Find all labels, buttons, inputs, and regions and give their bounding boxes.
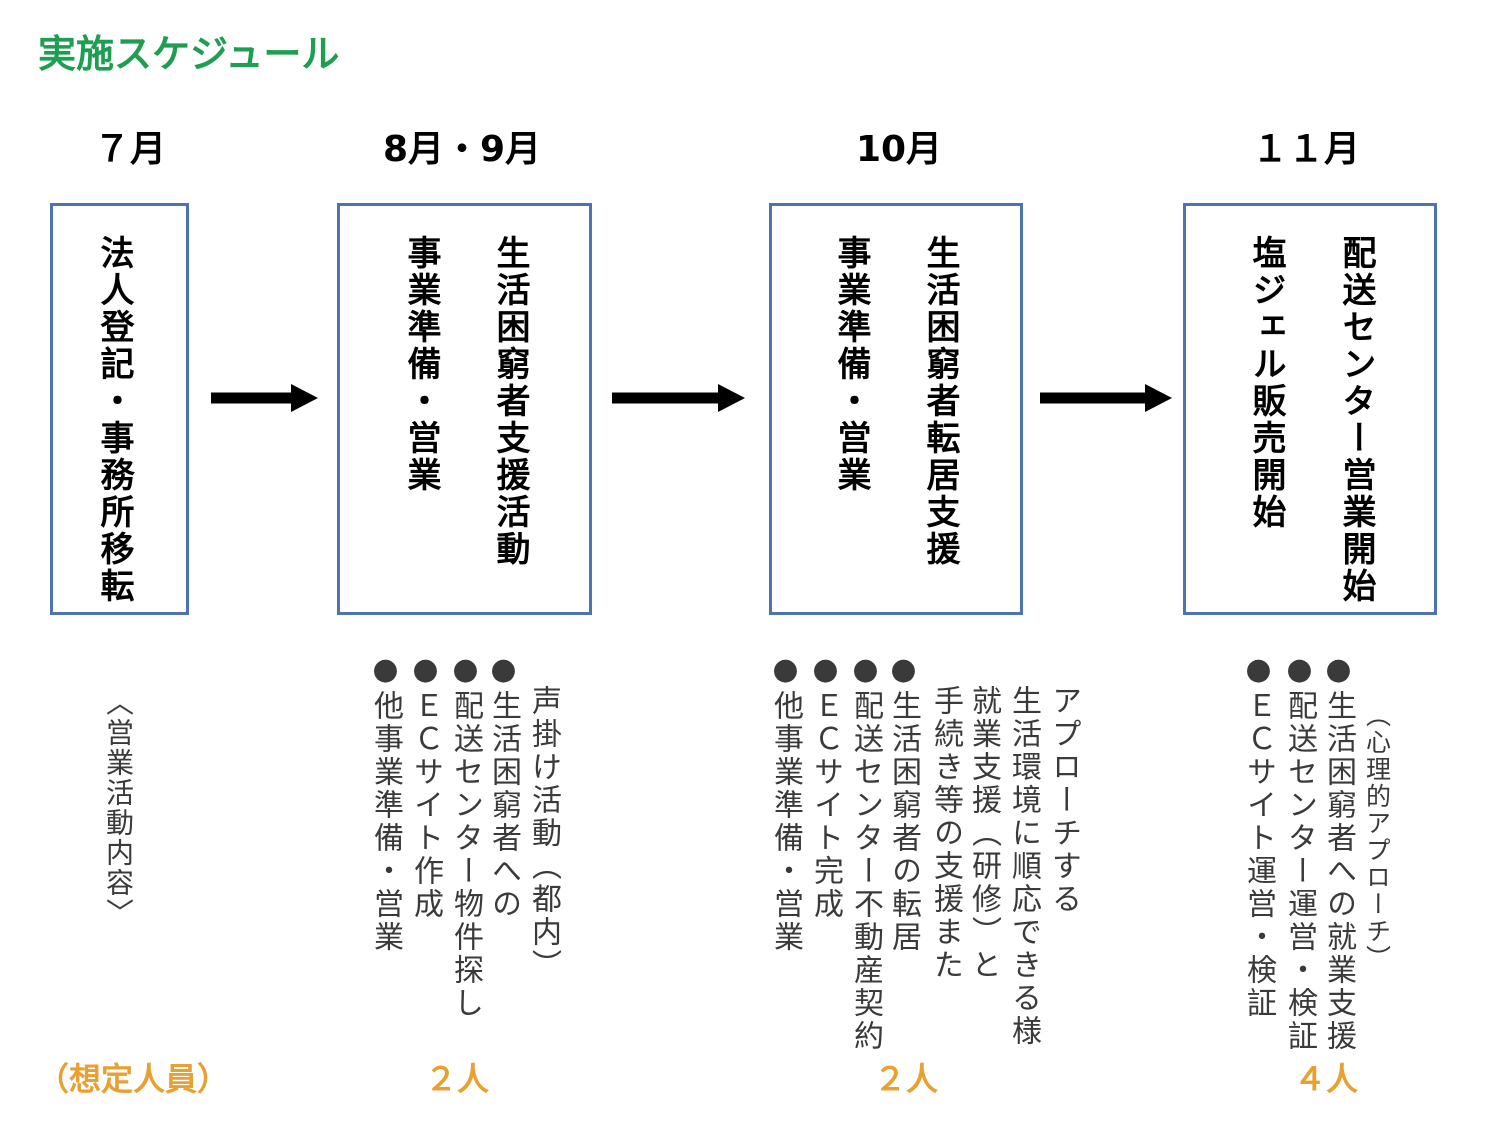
activity-line: ●配送センター運営・検証 xyxy=(1282,652,1317,1053)
phase-box-aug-sep xyxy=(337,203,592,615)
activity-line: ●ＥＣサイト作成 xyxy=(408,652,443,921)
phase-box-july xyxy=(50,203,189,615)
activity-line: ●配送センター不動産契約 xyxy=(848,652,883,1053)
activity-line: ●他事業準備・営業 xyxy=(768,652,803,954)
phase-box-nov xyxy=(1183,203,1437,615)
box-text: 生活困窮者転居支援 xyxy=(920,235,960,568)
box-text: 生活困窮者支援活動 xyxy=(490,235,530,568)
activity-line: アプローチする xyxy=(1046,685,1081,916)
activity-line: ●他事業準備・営業 xyxy=(368,652,403,954)
page-title: 実施スケジュール xyxy=(38,32,340,76)
activity-line: ●生活困窮者への xyxy=(486,652,521,921)
phase-box-oct xyxy=(769,203,1023,615)
right-arrow-icon xyxy=(1040,384,1172,412)
month-label-aug-sep: 8月・9月 xyxy=(382,129,542,170)
right-arrow-icon xyxy=(211,384,318,412)
activity-line: 手続き等の支援また xyxy=(928,685,963,982)
box-text: 配送センター営業開始 xyxy=(1336,235,1376,605)
staffing-label: （想定人員） xyxy=(37,1060,230,1098)
staffing-oct: ２人 xyxy=(873,1060,939,1098)
activity-line: ●生活困窮者への就業支援 xyxy=(1321,652,1356,1053)
box-text: 塩ジェル販売開始 xyxy=(1246,235,1286,531)
box-text: 法人登記・事務所移転 xyxy=(94,235,134,605)
box-text: 事業準備・営業 xyxy=(401,235,441,494)
right-arrow-icon xyxy=(612,384,745,412)
activity-line: ●ＥＣサイト運営・検証 xyxy=(1241,652,1276,1020)
activity-line: （心理的アプローチ） xyxy=(1362,702,1392,972)
activity-line: 就業支援（研修）と xyxy=(966,685,1001,982)
activity-line: 声掛け活動（都内） xyxy=(526,685,561,982)
box-text: 事業準備・営業 xyxy=(831,235,871,494)
activity-line: ●生活困窮者の転居 xyxy=(886,652,921,954)
activity-line: ●配送センター物件探し xyxy=(448,652,483,1020)
month-label-oct: 10月 xyxy=(855,129,943,170)
month-label-july: ７月 xyxy=(93,129,167,170)
activity-line: ●ＥＣサイト完成 xyxy=(808,652,843,921)
activity-line: 生活環境に順応できる様 xyxy=(1006,685,1041,1048)
staffing-aug-sep: ２人 xyxy=(424,1060,490,1098)
staffing-nov: ４人 xyxy=(1293,1060,1359,1098)
activities-label: 〈営業活動内容〉 xyxy=(102,688,135,928)
month-label-nov: １１月 xyxy=(1251,129,1361,170)
